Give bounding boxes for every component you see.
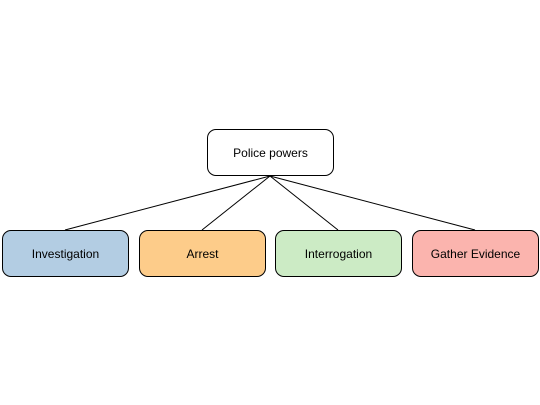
child-node-arrest: Arrest: [139, 230, 266, 277]
child-node-label: Interrogation: [304, 246, 373, 261]
child-node-gather-evidence: Gather Evidence: [412, 230, 539, 277]
child-node-label: Arrest: [186, 246, 219, 261]
connector-line-arrest: [201, 175, 271, 231]
child-node-interrogation: Interrogation: [275, 230, 402, 277]
child-node-label: Investigation: [31, 246, 100, 261]
child-node-investigation: Investigation: [2, 230, 129, 277]
connector-line-interrogation: [269, 175, 339, 231]
child-node-label: Gather Evidence: [430, 246, 521, 261]
connector-line-investigation: [64, 175, 271, 231]
connector-line-gather-evidence: [269, 175, 476, 231]
root-node-label: Police powers: [233, 145, 308, 160]
root-node-police-powers: Police powers: [207, 129, 334, 176]
